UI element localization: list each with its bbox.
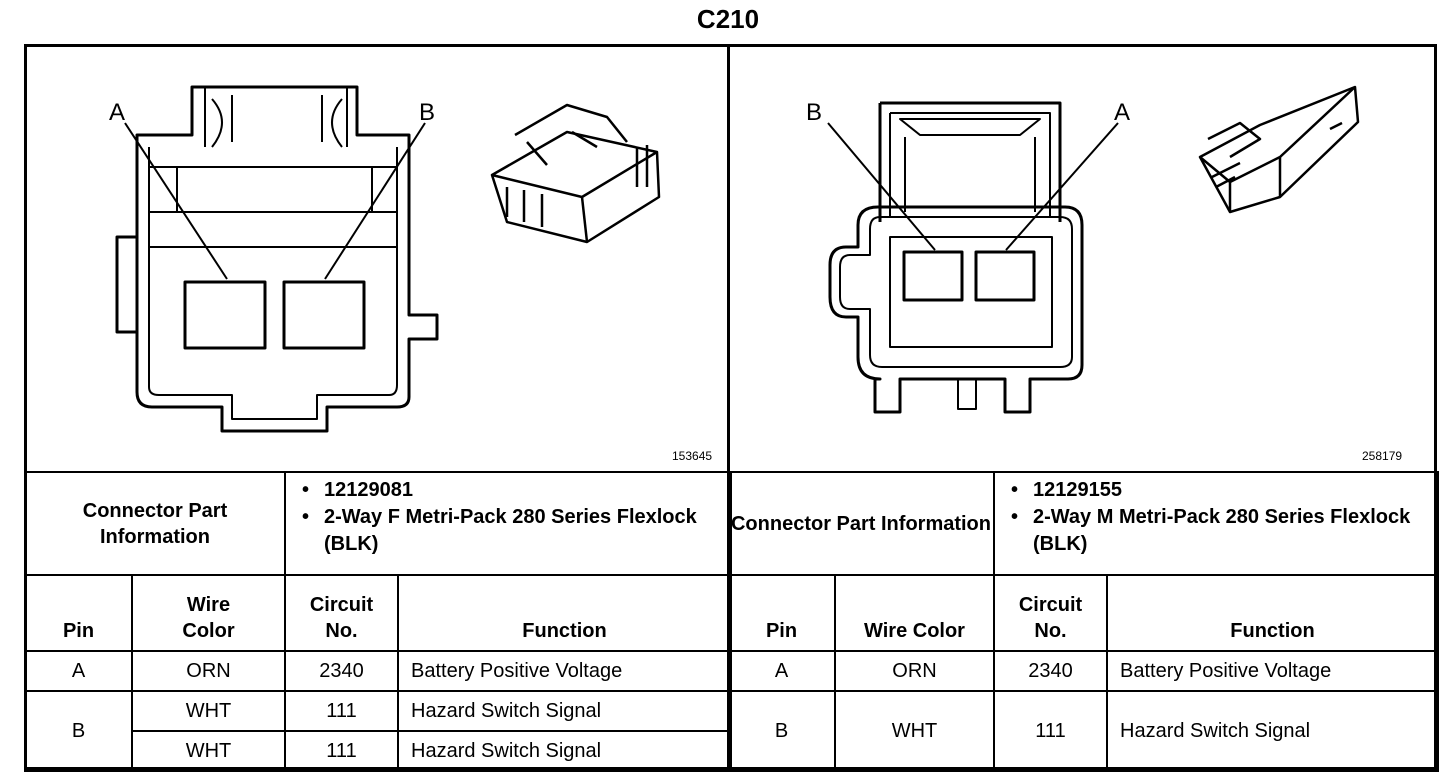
table-row: WHT 111 Hazard Switch Signal [25,730,732,772]
left-connector-panel: A B 153645 Connector Part Information [24,44,732,772]
right-part-description: 2-Way M Metri-Pack 280 Series Flexlock (… [1011,504,1437,558]
pin-cavity-b [282,280,366,350]
left-row-b1-wire: WHT [131,690,286,732]
left-header-wire-color: Wire Color [131,574,286,652]
left-connector-info-table: Connector Part Information 12129081 2-Wa… [24,471,732,576]
connector-body-outline [135,85,439,433]
right-row-b-function: Hazard Switch Signal [1106,690,1439,772]
left-row-a-pin: A [24,650,133,692]
right-cpi-values-cell: 12129155 2-Way M Metri-Pack 280 Series F… [993,471,1439,576]
right-part-number: 12129155 [1011,477,1437,504]
left-row-a-function: Battery Positive Voltage [397,650,732,692]
left-row-b2-circuit: 111 [284,730,399,772]
right-row-a-function: Battery Positive Voltage [1106,650,1439,692]
female-connector-face-diagram: A B [109,85,661,433]
right-header-pin: Pin [727,574,836,652]
left-figure-number: 153645 [672,449,713,463]
right-row-b-circuit: 111 [993,690,1108,772]
right-header-wire-color: Wire Color [834,574,995,652]
table-row: A ORN 2340 Battery Positive Voltage [727,650,1439,692]
left-cpi-label-cell: Connector Part Information [24,471,286,576]
left-pin-label-a: A [109,99,125,126]
right-connector-panel: B A 258179 Connector Part Information [727,44,1439,772]
left-row-a-wire: ORN [131,650,286,692]
left-connector-drawing: A B 153645 [27,47,727,474]
right-cpi-label: Connector Part Information [730,512,991,535]
left-row-a-circuit: 2340 [284,650,399,692]
table-row: B WHT 111 Hazard Switch Signal [727,690,1439,772]
left-cpi-values-cell: 12129081 2-Way F Metri-Pack 280 Series F… [284,471,732,576]
right-row-a-pin: A [727,650,836,692]
pin-cavity-a [183,280,267,350]
right-cpi-label-cell: Connector Part Information [727,471,995,576]
left-pin-label-b: B [419,99,435,126]
left-row-b1-circuit: 111 [284,690,399,732]
right-row-b-pin: B [727,690,836,772]
right-pin-label-a: A [1114,99,1130,126]
right-header-function: Function [1106,574,1439,652]
left-row-b2-wire: WHT [131,730,286,772]
right-row-a-wire: ORN [834,650,995,692]
male-connector-face-diagram: B A [806,85,1360,414]
table-row: B WHT 111 Hazard Switch Signal [24,690,732,772]
right-header-circuit-no: Circuit No. [993,574,1108,652]
right-figure-number: 258179 [1362,449,1403,463]
male-connector-iso-view [1198,85,1360,214]
left-part-info-list: 12129081 2-Way F Metri-Pack 280 Series F… [286,473,730,558]
right-connector-info-table: Connector Part Information 12129155 2-Wa… [727,471,1439,576]
right-pinout-table: Pin Wire Color Circuit No. Function A OR… [727,574,1439,772]
right-row-a-circuit: 2340 [993,650,1108,692]
right-part-info-list: 12129155 2-Way M Metri-Pack 280 Series F… [995,473,1437,558]
left-header-pin: Pin [24,574,133,652]
pin-cavity-b [902,250,964,302]
left-header-circuit-no: Circuit No. [284,574,399,652]
left-pinout-table: Pin Wire Color Circuit No. Function A OR… [24,574,732,772]
left-row-b-pin: B [24,690,133,772]
left-part-number: 12129081 [302,477,730,504]
right-pin-label-b: B [806,99,822,126]
page-title: C210 [696,4,760,34]
left-header-function: Function [397,574,732,652]
table-row: A ORN 2340 Battery Positive Voltage [24,650,732,692]
right-connector-drawing: B A 258179 [730,47,1434,474]
left-row-b1-function: Hazard Switch Signal [397,690,732,732]
pin-cavity-a [974,250,1036,302]
left-part-description: 2-Way F Metri-Pack 280 Series Flexlock (… [302,504,730,558]
left-cpi-label: Connector Part Information [82,499,228,548]
left-row-b2-function: Hazard Switch Signal [397,730,732,772]
right-row-b-wire: WHT [834,690,995,772]
connector-body-outline [828,205,1084,414]
female-connector-iso-view [490,103,661,244]
